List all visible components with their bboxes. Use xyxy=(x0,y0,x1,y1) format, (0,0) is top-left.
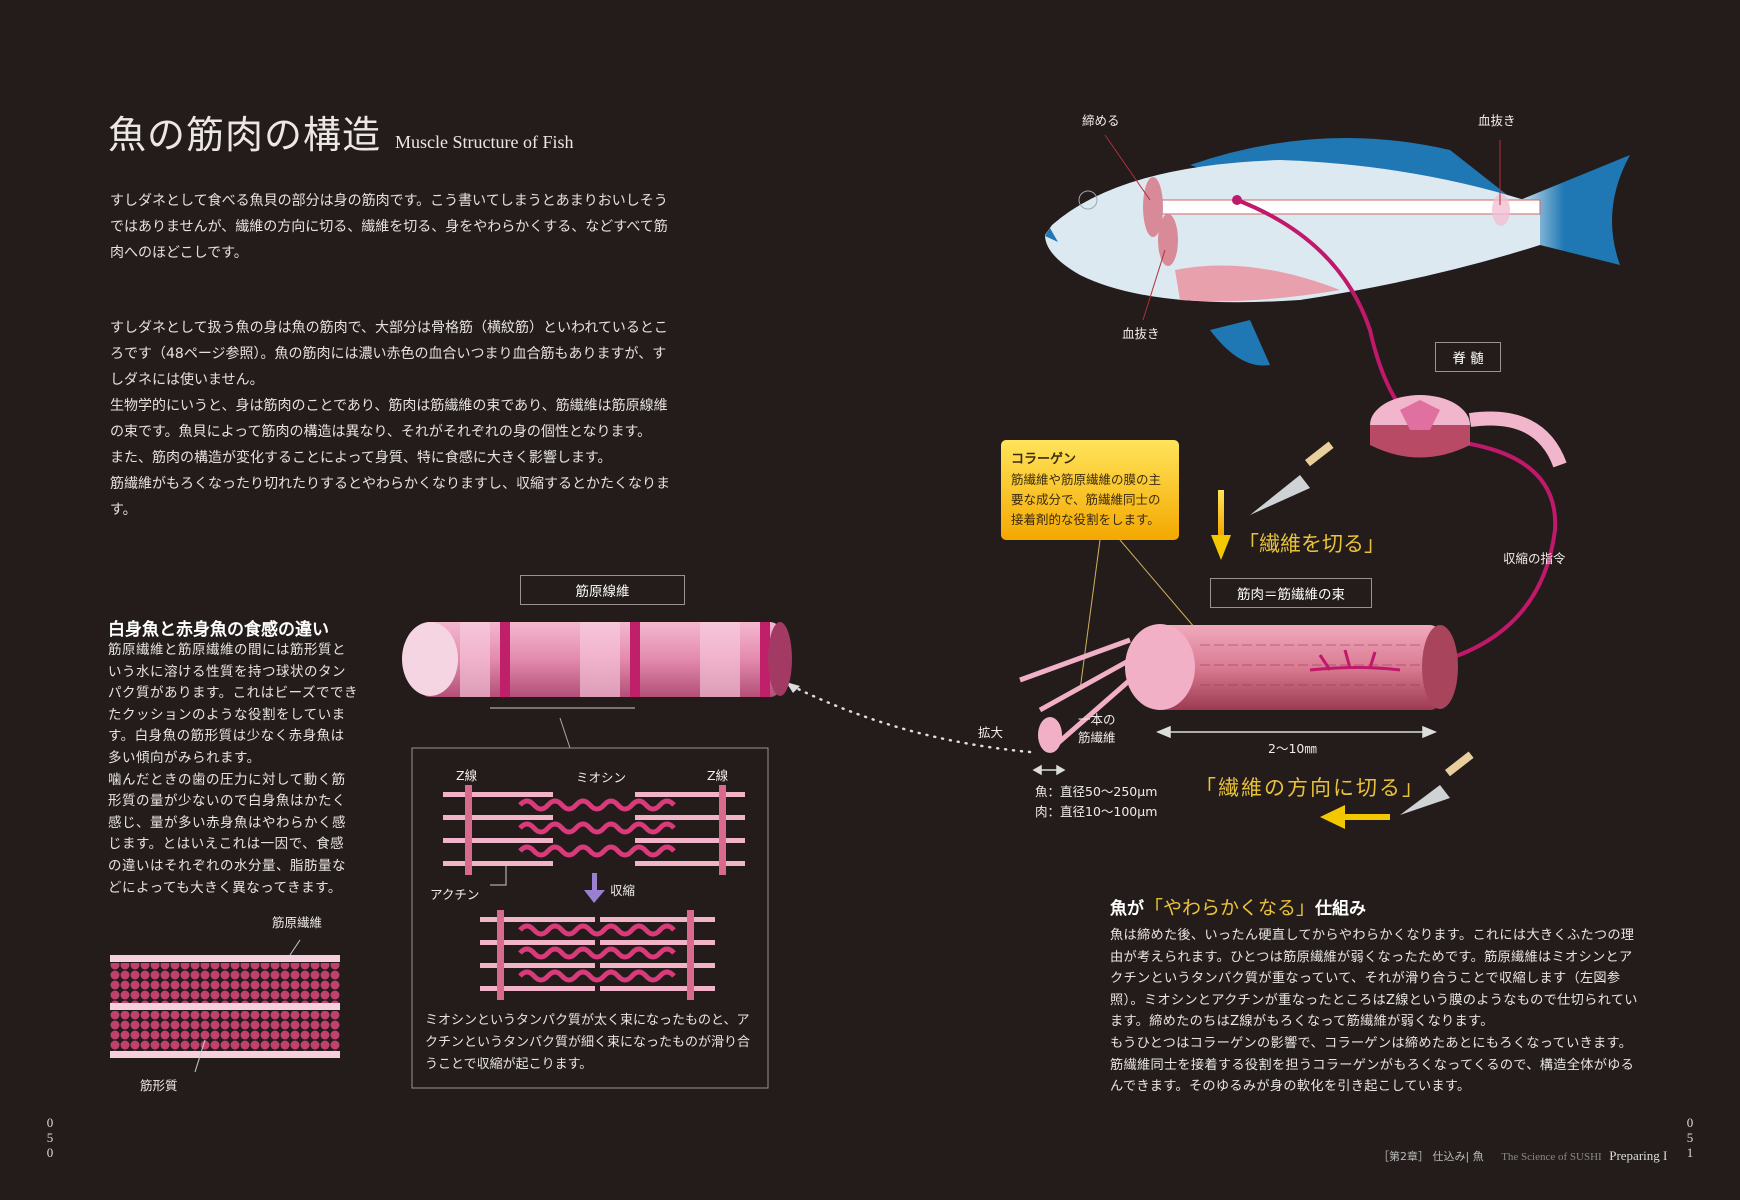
sarcomere-relaxed xyxy=(443,785,745,886)
single-fiber-label: 一本の筋繊維 xyxy=(1078,712,1116,745)
contraction-arrow-icon xyxy=(584,873,605,903)
muscle-bundle-label: 筋肉＝筋繊維の束 xyxy=(1210,578,1372,608)
soften-text: 魚は締めた後、いったん硬直してからやわらかくなります。これには大きくふたつの理由… xyxy=(1110,928,1638,1095)
down-arrow-icon xyxy=(1211,490,1231,560)
fish-illustration xyxy=(1045,134,1630,672)
bleed-gill-label: 血抜き xyxy=(1122,326,1160,341)
page-number-left: 050 xyxy=(46,1115,54,1160)
left-arrow-icon xyxy=(1320,805,1390,829)
page-number-right: 051 xyxy=(1686,1115,1694,1160)
myofibril-caption: ミオシンというタンパク質が太く束になったものと、アクチンというタンパク質が細く束… xyxy=(425,1013,751,1072)
cut-fiber-label: 「繊維を切る」 xyxy=(1238,532,1385,556)
collagen-pointer xyxy=(1079,539,1101,691)
z-line-left-label: Z線 xyxy=(456,768,478,783)
bleed-tail-label: 血抜き xyxy=(1478,113,1516,128)
stun-label: 締める xyxy=(1082,113,1120,128)
cut-direction-label: 「繊維の方向に切る」 xyxy=(1195,776,1425,800)
actin-label: アクチン xyxy=(430,887,480,902)
spinal-cord-illustration xyxy=(1370,395,1567,468)
length-arrow xyxy=(1032,725,1437,776)
z-line-right-label: Z線 xyxy=(707,768,729,783)
contraction-label: 収縮 xyxy=(610,883,636,898)
side-text: 筋原繊維と筋原繊維の間には筋形質という水に溶ける性質を持つ球状のタンパク質があり… xyxy=(108,642,358,896)
myofibril-cylinder xyxy=(402,622,792,749)
soften-heading: 魚が「やわらかくなる」仕組み xyxy=(1110,897,1367,919)
intro-paragraph-2: すしダネとして扱う魚の身は魚の筋肉で、大部分は骨格筋（横紋筋）といわれているとこ… xyxy=(110,320,670,518)
collagen-callout: コラーゲン 筋繊維や筋原繊維の膜の主要な成分で、筋繊維同士の接着剤的な役割をしま… xyxy=(1001,440,1179,540)
myosin-label: ミオシン xyxy=(576,770,627,785)
myofibril-label: 筋原線維 xyxy=(520,575,685,605)
side-heading: 白身魚と赤身魚の食感の違い xyxy=(108,620,329,640)
length-label: 2～10㎜ xyxy=(1268,741,1317,756)
page-title-en: Muscle Structure of Fish xyxy=(395,132,574,152)
sarcoplasm-beads-diagram xyxy=(110,939,340,1073)
enlarge-label: 拡大 xyxy=(978,725,1004,740)
enlarge-dotted-arrow xyxy=(788,683,1032,754)
contraction-command-label: 収縮の指令 xyxy=(1503,551,1566,566)
intro-paragraph-1: すしダネとして食べる魚貝の部分は身の筋肉です。こう書いてしまうとあまりおいしそう… xyxy=(110,193,668,261)
knife-icon xyxy=(1400,751,1474,815)
spinal-cord-label: 脊 髄 xyxy=(1435,342,1501,372)
fibril-label: 筋原繊維 xyxy=(272,915,323,930)
knife-icon xyxy=(1250,441,1334,515)
sarcoplasm-label: 筋形質 xyxy=(140,1078,178,1093)
sarcomere-box xyxy=(411,747,769,1089)
muscle-bundle-illustration xyxy=(1019,624,1458,753)
sarcomere-contracted xyxy=(480,910,715,1000)
footer: ［第2章］ 仕込み| 魚 The Science of SUSHI Prepar… xyxy=(1378,1148,1668,1163)
